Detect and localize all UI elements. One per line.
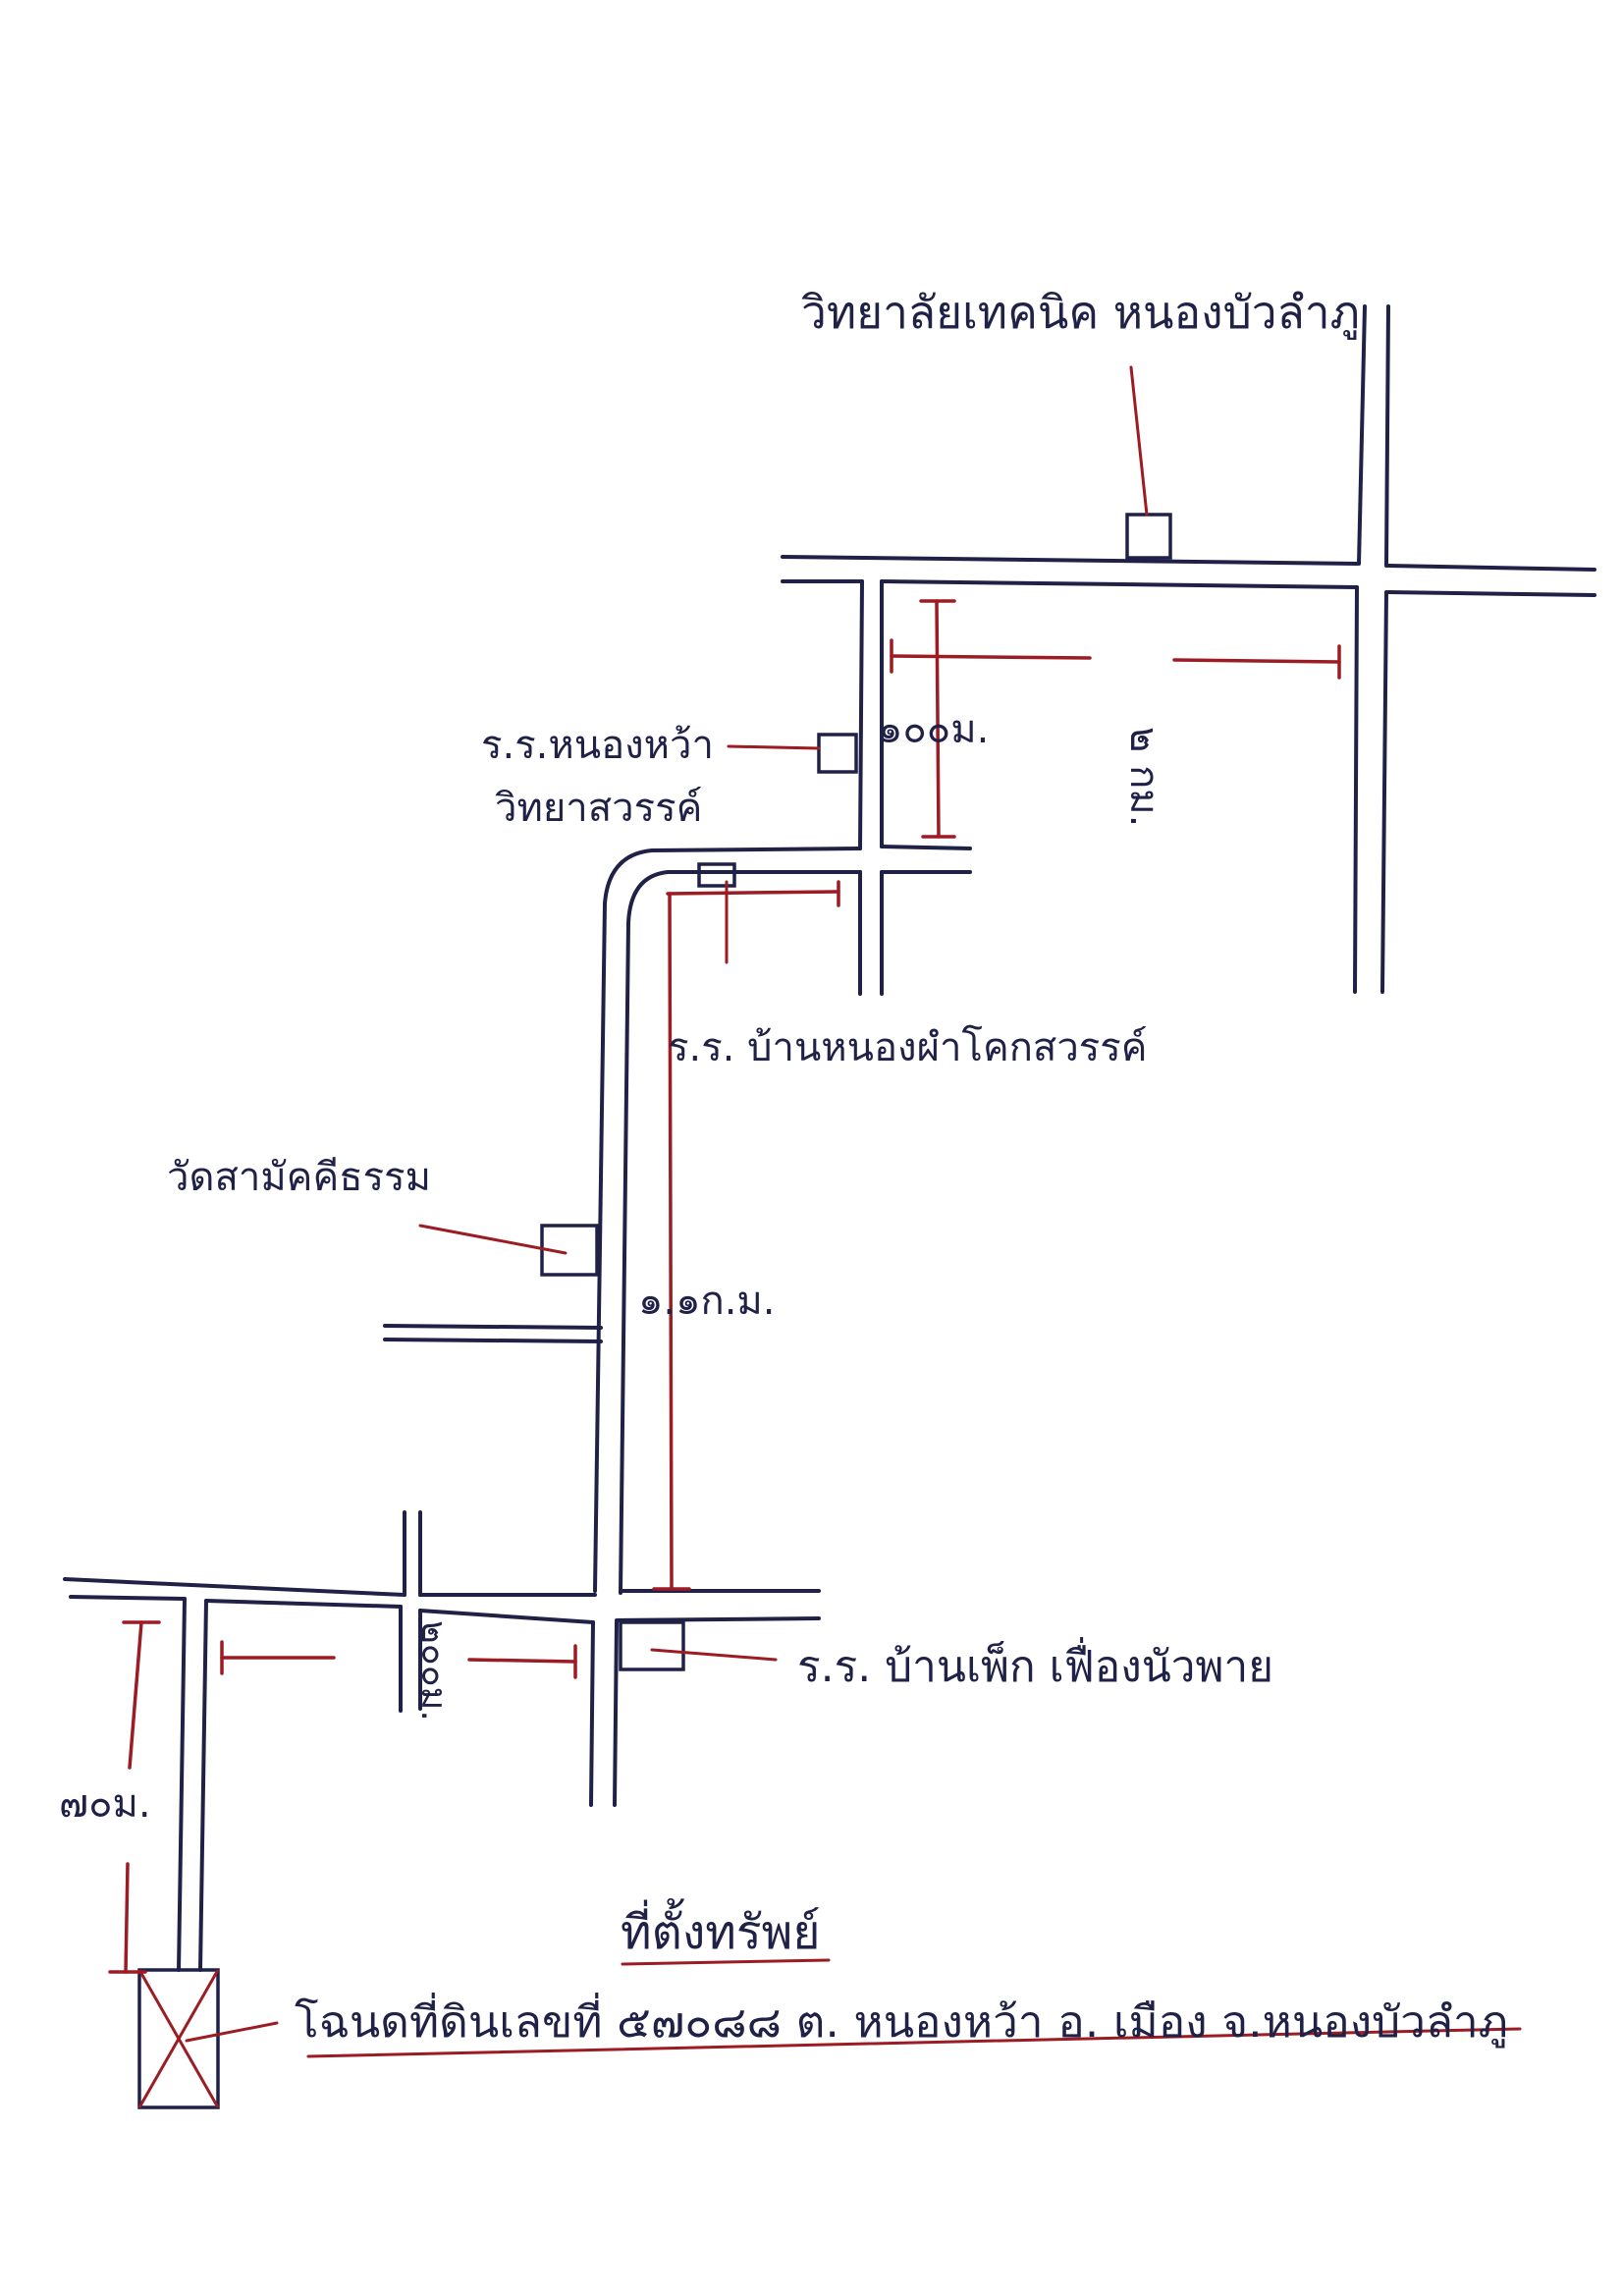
road-main-bend-inner (619, 870, 862, 1595)
landmark-boxes (137, 513, 1172, 2109)
road-main-bend-outer (593, 847, 862, 1593)
road-north-top-edge (781, 555, 1359, 566)
school-nongphue-box (697, 862, 736, 888)
road-north-bottom-edge-2 (880, 579, 1359, 589)
distance-main-road: ๑.๑ก.ม. (638, 1279, 776, 1324)
school-phuk-box (619, 1620, 685, 1671)
map-labels: วิทยาลัยเทคนิค หนองบัวลำภู ร.ร.หนองหว้า … (59, 286, 1508, 2049)
temple-box (540, 1224, 599, 1277)
road-network (63, 304, 1596, 1972)
school-nongphue-label: ร.ร. บ้านหนองผำโคกสวรรค์ (668, 1025, 1148, 1070)
road-final-right (198, 1599, 208, 1972)
temple-label: วัดสามัคคีธรรม (167, 1155, 431, 1200)
road-north-east-top (1386, 564, 1596, 572)
school-phuk-leader (650, 1648, 778, 1662)
road-temple-spur-bottom (383, 1338, 603, 1343)
road-south-bottom-edge-4 (615, 1616, 821, 1622)
school-phuk-label: ร.ร. บ้านเพ็ก เฟื่องนัวพาย (797, 1636, 1273, 1692)
road-south-bottom-edge (69, 1595, 187, 1601)
property-heading: ที่ตั้งทรัพย์ (621, 1898, 820, 1960)
distance-final-leg: ๗๐ม. (59, 1781, 151, 1827)
property-heading-underline (621, 1958, 831, 1966)
road-east-vertical-left-south (1353, 585, 1359, 994)
road-main-lower-right (613, 1620, 619, 1807)
school-nongwa-leader (727, 744, 821, 750)
road-east-vertical-right (1384, 304, 1390, 568)
distance-north-road: ๒ กม. (1121, 727, 1166, 827)
property-deed-line: โฉนดที่ดินเลขที่ ๕๗๐๘๘ ต. หนองหว้า อ. เม… (295, 1992, 1508, 2049)
road-main-lower-left (589, 1620, 595, 1807)
road-link-east-stub-top (880, 845, 972, 850)
leader-lines (185, 365, 1149, 2043)
dimension-lines (108, 599, 1341, 1974)
road-south-bottom-edge-3 (418, 1609, 595, 1624)
road-east-vertical-left (1357, 304, 1367, 566)
road-temple-spur-top (383, 1324, 603, 1330)
technical-college-label: วิทยาลัยเทคนิค หนองบัวลำภู (801, 286, 1360, 340)
school-nongwa-box (817, 733, 858, 774)
deed-underline (306, 2027, 1522, 2058)
college-box (1125, 513, 1172, 560)
property-marker (137, 1968, 220, 2109)
college-leader (1129, 365, 1149, 517)
road-east-vertical-right-south (1380, 590, 1388, 994)
property-leader (185, 2021, 279, 2043)
road-south-bottom-edge-2 (204, 1599, 403, 1609)
school-nongwa-label-1: ร.ร.หนองหว้า (481, 723, 714, 768)
road-link-left (858, 579, 864, 850)
road-final-left (177, 1597, 187, 1972)
road-north-east-bottom (1386, 590, 1596, 597)
distance-north-east-leg: ๑๐๐ม. (878, 707, 989, 752)
road-south-top-edge (63, 1577, 406, 1597)
school-nongwa-label-2: วิทยาสวรรค์ (495, 786, 702, 831)
temple-leader (418, 1224, 568, 1255)
distance-lower-road: ๒๐๐ม. (413, 1620, 454, 1722)
